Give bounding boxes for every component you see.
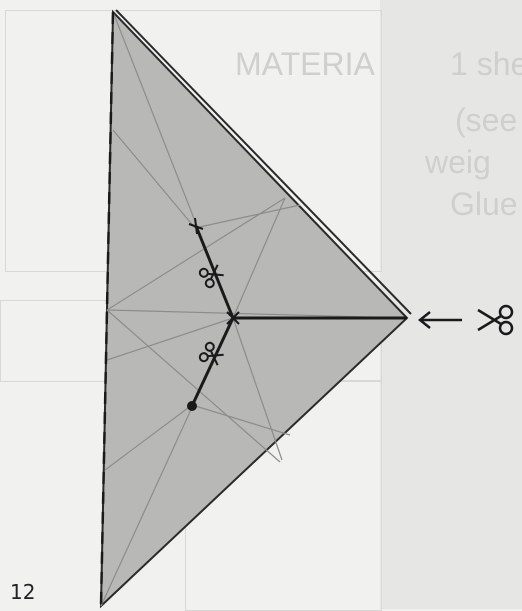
page-number: 12 xyxy=(10,580,35,604)
scissors-icon xyxy=(478,306,512,334)
paper-triangle xyxy=(101,12,407,606)
arrow-left-icon xyxy=(420,312,462,328)
